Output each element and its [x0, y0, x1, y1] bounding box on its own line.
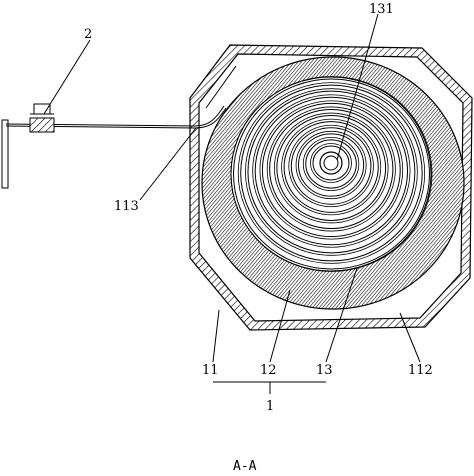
label-12: 12	[260, 363, 277, 378]
spiral-turn	[254, 96, 409, 246]
lead-wire	[5, 105, 227, 129]
spiral-turn	[240, 84, 423, 262]
spiral-turn	[305, 139, 357, 189]
spiral-turn	[269, 108, 394, 230]
section-label: A-A	[233, 459, 257, 474]
spiral-turns	[230, 76, 433, 272]
spiral-turn	[281, 118, 382, 216]
housing-wall	[189, 44, 473, 331]
cavity-bevel-line	[205, 65, 237, 109]
label-13: 13	[316, 363, 333, 378]
spiral-turn	[245, 88, 418, 256]
label-131: 131	[369, 2, 394, 17]
spiral-turn	[233, 78, 430, 270]
spiral-turn	[302, 137, 360, 191]
spiral-turn	[247, 90, 416, 254]
label-113: 113	[114, 199, 139, 214]
spiral-turn	[288, 124, 374, 208]
spiral-turn	[310, 143, 352, 183]
spiral-turn	[237, 82, 426, 264]
spiral-turn	[276, 115, 387, 221]
spiral-turn	[283, 121, 379, 213]
spiral-turn	[266, 106, 396, 232]
central-shaft	[319, 151, 343, 175]
spiral-turn	[290, 127, 372, 205]
spiral-turn	[295, 130, 367, 200]
label-1: 1	[266, 399, 274, 414]
spiral-turn	[273, 112, 389, 224]
spiral-turn	[252, 94, 411, 248]
spiral-turn	[312, 145, 350, 181]
label-2: 2	[84, 27, 92, 42]
spiral-turn	[230, 76, 433, 272]
label-112: 112	[408, 363, 433, 378]
leader-lines	[43, 13, 421, 394]
spiral-turn	[261, 102, 401, 238]
terminal-connector	[1, 103, 55, 189]
label-11: 11	[202, 363, 219, 378]
spiral-turn	[259, 100, 404, 240]
spiral-turn	[298, 133, 365, 197]
